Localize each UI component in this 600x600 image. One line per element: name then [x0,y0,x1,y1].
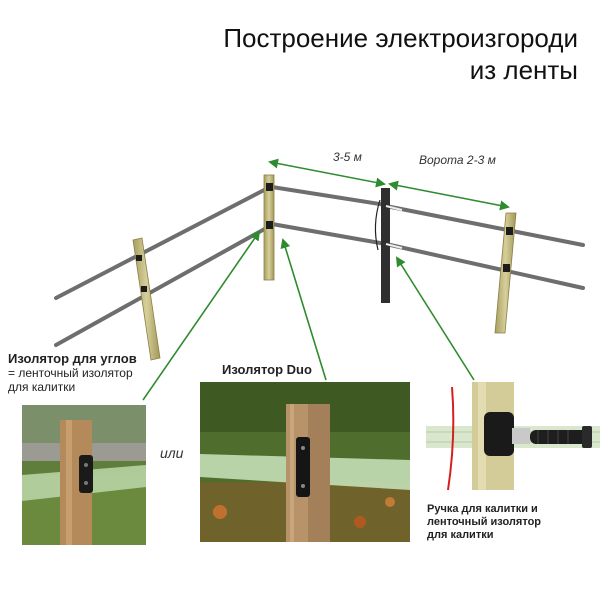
insulator-icon [503,264,510,272]
gate-handle-line3: для калитки [427,529,494,541]
tape-upper-mid [270,185,388,207]
fence-tapes [54,185,585,347]
insulator-icon [136,255,142,261]
post-left [132,237,161,361]
fence-posts [132,174,517,361]
post-right [494,212,517,334]
tape-upper-left [54,185,272,300]
dimension-arrow-span [268,158,386,188]
tape-lower-left [54,224,272,347]
corner-insulator-photo [22,405,146,545]
corner-insulator-heading: Изолятор для углов [8,351,137,366]
dimension-arrow-gate [388,180,510,211]
insulator-icon [141,286,147,292]
duo-insulator-photo [200,382,410,542]
corner-insulator-label: Изолятор для углов = ленточный изолятор … [8,351,137,395]
gate-handle-line2: ленточный изолятор [427,516,542,528]
tape-lower-right [384,242,585,290]
diagram-title: Построение электроизгороди из ленты [223,22,578,86]
duo-insulator-label: Изолятор Duo [222,363,312,377]
pointer-arrow-corner [142,230,261,401]
gate-handle-photo [426,382,600,490]
tape-lower-mid [270,222,388,246]
title-line-1: Построение электроизгороди [223,23,578,53]
gate-handle-lower [385,243,403,249]
post-insulators [136,183,513,292]
gate-handle-label: Ручка для калитки и ленточный изолятор д… [427,503,541,542]
gate-handle-line1: Ручка для калитки и [427,503,538,515]
corner-insulator-line2: для калитки [8,380,76,394]
post-gate-left [381,188,390,303]
pointer-arrow-gate [395,256,475,381]
pointer-arrow-duo [280,238,327,381]
corner-insulator-line1: = ленточный изолятор [8,366,133,380]
insulator-icon [266,183,273,191]
duo-insulator-heading: Изолятор Duo [222,362,312,377]
dimension-label-gate: Ворота 2-3 м [419,153,496,167]
dimension-label-span: 3-5 м [333,150,362,164]
or-label: или [160,445,184,461]
insulator-icon [266,221,273,229]
insulator-icon [506,227,513,235]
tape-upper-right [384,204,585,247]
gate-spring-wire [374,199,381,251]
title-line-2: из ленты [469,55,578,85]
